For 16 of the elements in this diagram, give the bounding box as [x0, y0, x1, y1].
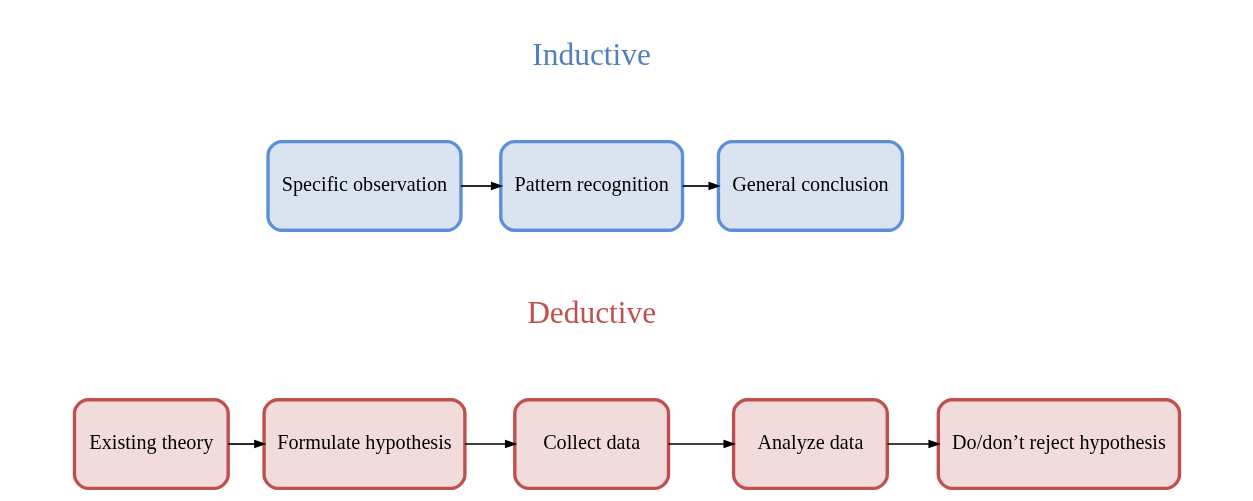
- arrow: [463, 439, 517, 449]
- arrow: [886, 439, 941, 449]
- label: Deductive: [526, 294, 656, 330]
- arrow: [459, 181, 503, 191]
- label: Inductive: [531, 36, 651, 72]
- node-box: Specific observation: [265, 140, 463, 232]
- arrow: [226, 439, 266, 449]
- arrow: [667, 439, 736, 449]
- node-box: Collect data: [512, 398, 670, 490]
- node-box: Pattern recognition: [498, 140, 684, 232]
- node-box: Formulate hypothesis: [261, 398, 467, 490]
- node-box: Analyze data: [731, 398, 889, 490]
- node-box: General conclusion: [716, 140, 904, 232]
- node-box: Do/don’t reject hypothesis: [936, 398, 1181, 490]
- node-box: Existing theory: [72, 398, 230, 490]
- arrow: [681, 181, 721, 191]
